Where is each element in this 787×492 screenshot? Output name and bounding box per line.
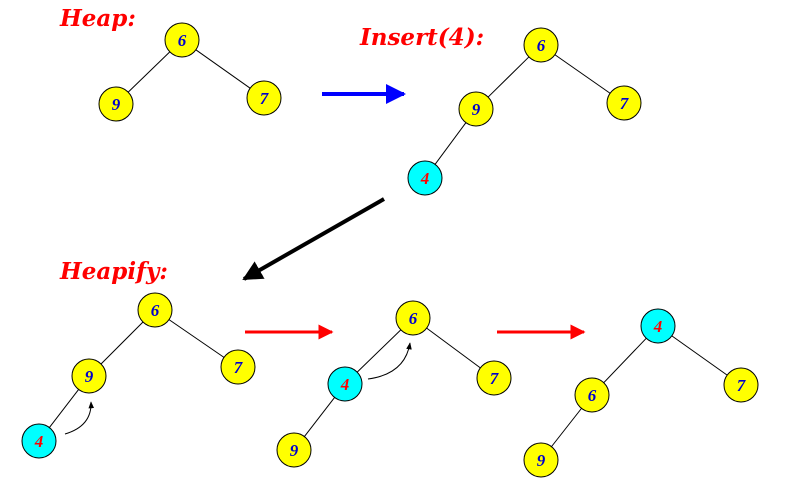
tree-node-7	[246, 80, 282, 116]
tree-node-value: 4	[34, 432, 44, 451]
trees: 6 9 7 6 9 7 4 6 9 7 4 6 4 7 9 4 6 7 9	[21, 22, 759, 478]
tree-edge	[671, 335, 728, 376]
tree-node-value: 4	[653, 317, 663, 336]
tree-node-value: 7	[260, 89, 270, 108]
tree-edge	[356, 329, 402, 373]
tree-edge	[100, 321, 144, 365]
tree-edge	[554, 54, 611, 94]
tree-node-6	[164, 22, 200, 58]
tree-heapify-1: 6 9 7 4	[21, 292, 256, 459]
tree-node-4	[640, 308, 676, 344]
tree-heapify-3: 4 6 7 9	[523, 308, 759, 478]
tree-node-7	[723, 367, 759, 403]
tree-node-value: 6	[588, 386, 597, 405]
tree-edge	[603, 337, 647, 384]
tree-edge	[48, 389, 80, 428]
tree-node-6	[523, 27, 559, 63]
tree-insert: 6 9 7 4	[407, 27, 642, 196]
tree-node-6	[137, 292, 173, 328]
tree-node-9	[458, 91, 494, 127]
tree-node-value: 9	[537, 451, 546, 470]
tree-node-9	[276, 432, 312, 468]
black-arrow	[242, 197, 385, 281]
tree-node-value: 6	[178, 31, 187, 50]
tree-node-value: 9	[85, 367, 94, 386]
tree-heapify-2: 6 4 7 9	[276, 300, 512, 468]
tree-node-value: 7	[737, 376, 747, 395]
tree-node-4	[21, 423, 57, 459]
tree-node-value: 9	[290, 441, 299, 460]
tree-node-7	[606, 85, 642, 121]
heap-label: Heap:	[59, 5, 136, 32]
swap-arrow-2	[367, 342, 412, 380]
tree-heap: 6 9 7	[98, 22, 282, 122]
tree-node-9	[71, 358, 107, 394]
tree-edge	[303, 397, 336, 437]
heapify-label: Heapify:	[59, 258, 168, 285]
tree-edge	[426, 327, 481, 369]
tree-node-7	[220, 349, 256, 385]
tree-node-value: 7	[620, 94, 630, 113]
tree-node-value: 7	[234, 358, 244, 377]
tree-node-value: 9	[472, 100, 481, 119]
swap-arrow-1	[64, 401, 95, 435]
tree-node-value: 4	[340, 375, 350, 394]
tree-node-6	[395, 300, 431, 336]
tree-node-value: 9	[112, 95, 121, 114]
tree-edge	[168, 319, 225, 358]
tree-edge	[434, 122, 467, 165]
tree-node-9	[523, 442, 559, 478]
tree-node-9	[98, 86, 134, 122]
tree-node-4	[407, 160, 443, 196]
tree-node-value: 7	[490, 369, 500, 388]
tree-node-6	[574, 377, 610, 413]
tree-edge	[551, 408, 582, 447]
tree-node-value: 6	[409, 309, 418, 328]
tree-edge	[195, 49, 251, 89]
tree-node-value: 6	[537, 36, 546, 55]
insert-label: Insert(4):	[359, 24, 484, 51]
tree-node-value: 4	[420, 169, 430, 188]
tree-node-4	[327, 366, 363, 402]
tree-node-value: 6	[151, 301, 160, 320]
tree-edge	[487, 56, 530, 98]
tree-edge	[127, 51, 171, 93]
tree-node-7	[476, 360, 512, 396]
